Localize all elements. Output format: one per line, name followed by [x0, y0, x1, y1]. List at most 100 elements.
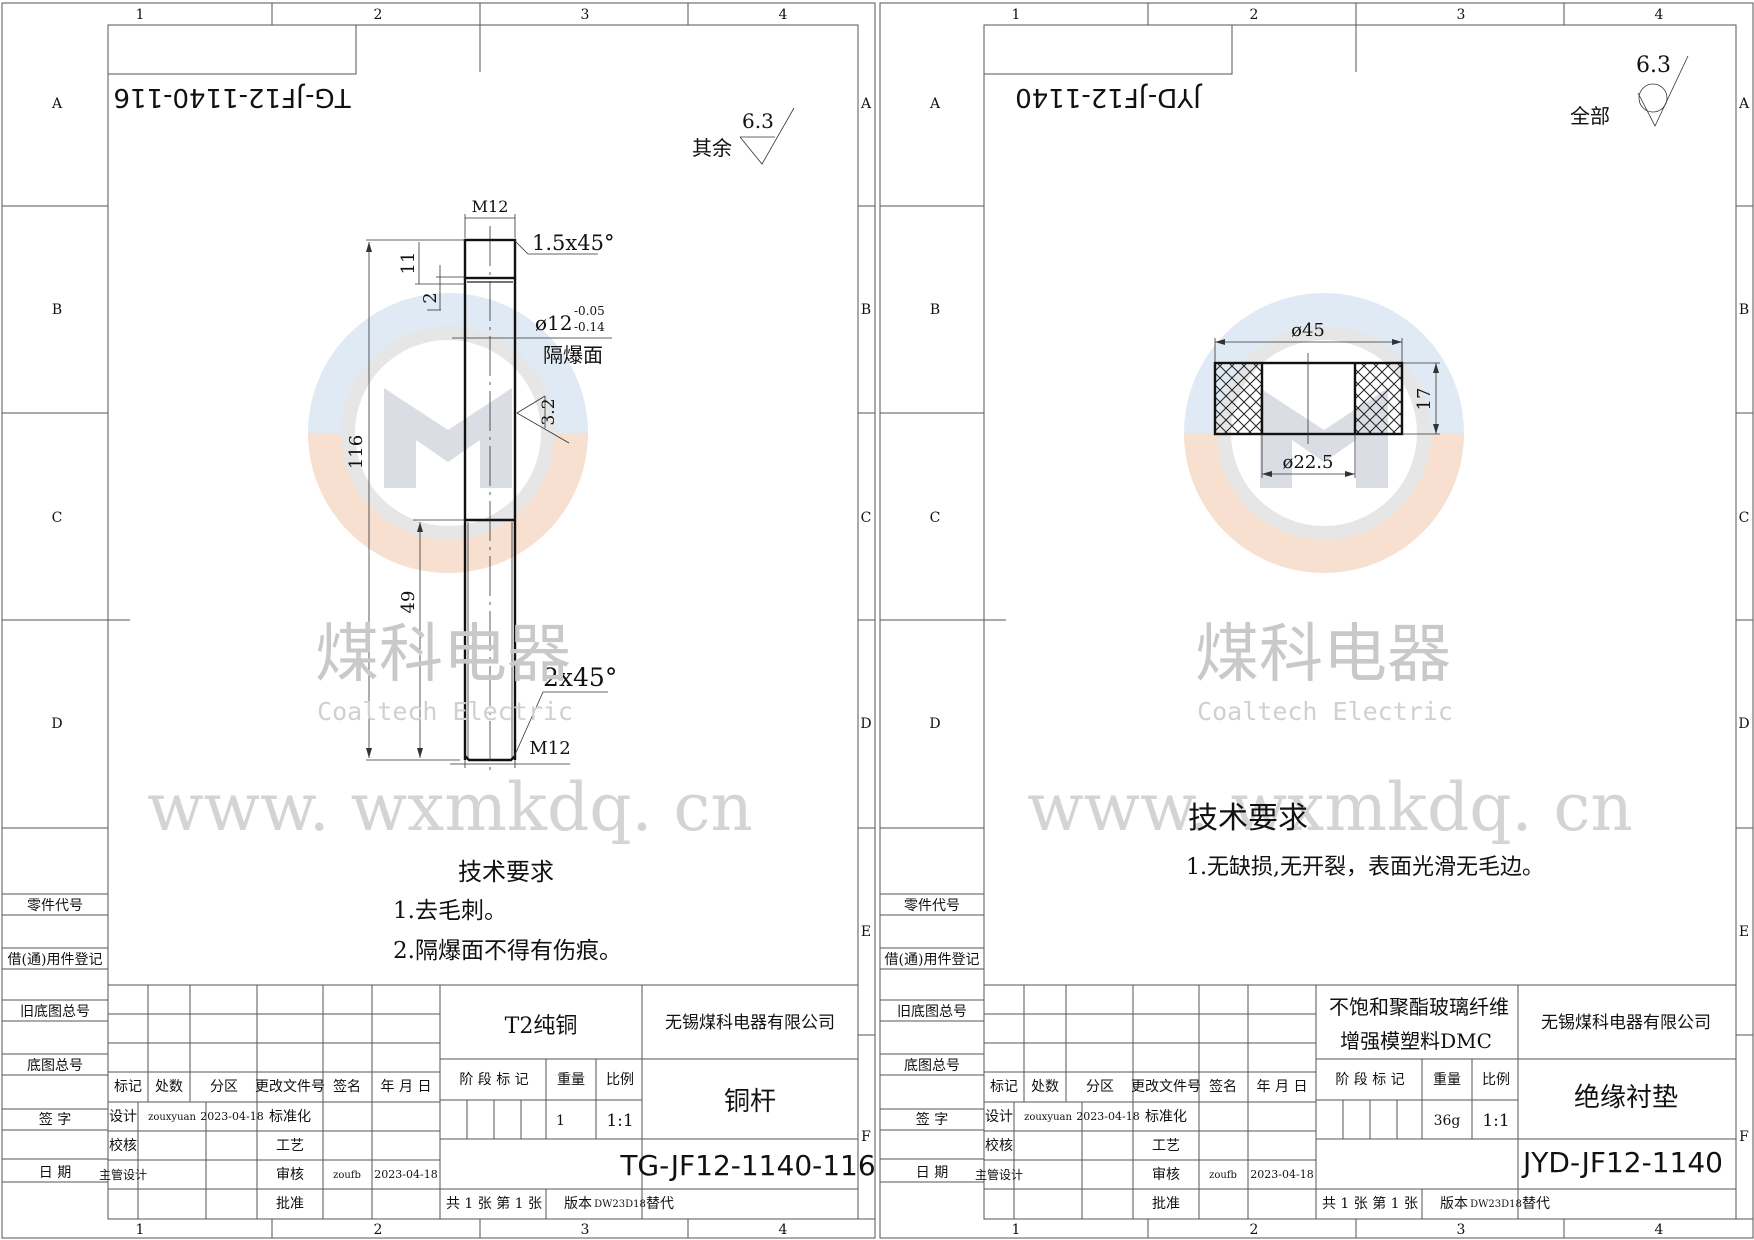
zone-col-2-bottom: 2 — [374, 1222, 383, 1238]
rev-header-change-doc: 更改文件号 — [1131, 1079, 1201, 1095]
review-date: 2023-04-18 — [1250, 1168, 1313, 1181]
designer-name: zouxyuan — [1024, 1112, 1072, 1123]
role-process: 工艺 — [276, 1138, 304, 1154]
side-old-base-no: 旧底图总号 — [897, 1004, 967, 1020]
surface-finish-note: 全部 6.3 — [1570, 53, 1689, 128]
dim-diameter: ø12 — [535, 311, 573, 335]
scale-label: 比例 — [1482, 1072, 1510, 1088]
replace-label: 替代 — [1522, 1196, 1550, 1212]
side-date: 日 期 — [916, 1165, 948, 1181]
rev-header-date: 年 月 日 — [1257, 1079, 1308, 1095]
mirrored-code-box — [983, 24, 1233, 75]
mirrored-code: JYD-JF12-1140 — [1015, 82, 1203, 112]
reviewer-name: zoufb — [1209, 1170, 1237, 1181]
zone-col-3-bottom: 3 — [1457, 1222, 1466, 1238]
role-approve: 批准 — [1152, 1196, 1180, 1212]
weight-label: 重量 — [1433, 1072, 1461, 1088]
material: T2纯铜 — [505, 1014, 578, 1039]
company-name: 无锡煤科电器有限公司 — [665, 1013, 835, 1033]
side-old-base-no: 旧底图总号 — [20, 1004, 90, 1020]
scale-label: 比例 — [606, 1072, 634, 1088]
role-review: 审核 — [1152, 1167, 1180, 1183]
watermark-brand-cn: 煤科电器 — [1195, 618, 1451, 692]
rev-header-zone: 分区 — [1086, 1079, 1114, 1095]
material-line-1: 不饱和聚酯玻璃纤维 — [1329, 995, 1509, 1019]
dim-tolerance-lower: -0.14 — [574, 320, 605, 334]
dim-outer-diameter: ø45 — [1291, 320, 1325, 341]
reviewer-name: zoufb — [333, 1170, 361, 1181]
role-chief-design: 主管设计 — [99, 1167, 147, 1182]
zone-row-c-right: C — [1739, 510, 1750, 526]
watermark-brand-en: Coaltech Electric — [317, 697, 573, 726]
sheet-count: 共 1 张 第 1 张 — [1322, 1195, 1418, 1212]
copper-rod-drawing: M12 1.5x45° 116 11 2 ø12 -0.05 -0.14 隔爆面 — [346, 197, 617, 775]
weight-value: 1 — [556, 1113, 565, 1129]
version-value: DW23D18 — [594, 1199, 646, 1210]
scale-value: 1:1 — [606, 1111, 633, 1131]
tech-req-item-2: 2.隔爆面不得有伤痕。 — [393, 938, 622, 964]
stage-label: 阶 段 标 记 — [1335, 1072, 1404, 1088]
surface-finish-value: 6.3 — [742, 109, 774, 133]
surface-finish-note: 其余 6.3 — [692, 107, 795, 165]
zone-col-4-bottom: 4 — [779, 1222, 788, 1238]
version-label: 版本 — [564, 1196, 592, 1212]
part-name: 绝缘衬垫 — [1574, 1083, 1678, 1113]
rev-header-count: 处数 — [1031, 1079, 1059, 1095]
replace-label: 替代 — [646, 1196, 674, 1212]
tech-requirements: 技术要求 1.去毛刺。 2.隔爆面不得有伤痕。 — [393, 858, 622, 964]
sheet-right: 1 2 3 4 1 2 3 4 A B C D A B C D E F JYD-… — [879, 2, 1754, 1239]
rev-header-zone: 分区 — [210, 1079, 238, 1095]
drawing-number: JYD-JF12-1140 — [1521, 1146, 1723, 1179]
tech-req-title: 技术要求 — [1188, 801, 1308, 836]
surface-finish-value: 6.3 — [1636, 53, 1671, 78]
weight-label: 重量 — [557, 1072, 585, 1088]
weight-value: 36g — [1434, 1113, 1461, 1129]
design-date: 2023-04-18 — [200, 1110, 263, 1123]
roughness-value: 3.2 — [539, 398, 559, 425]
role-approve: 批准 — [276, 1196, 304, 1212]
company-name: 无锡煤科电器有限公司 — [1541, 1013, 1711, 1033]
side-part-code: 零件代号 — [904, 898, 960, 914]
side-signature: 签 字 — [916, 1111, 948, 1128]
dim-inner-diameter: ø22.5 — [1283, 452, 1334, 473]
zone-row-f-right: F — [1739, 1129, 1749, 1145]
rev-header-signature: 签名 — [333, 1078, 361, 1095]
role-design: 设计 — [985, 1109, 1013, 1125]
zone-row-b: B — [52, 302, 62, 318]
designer-name: zouxyuan — [148, 1112, 196, 1123]
zone-col-3: 3 — [581, 7, 590, 23]
dim-thread-length: 49 — [398, 591, 419, 614]
side-base-no: 底图总号 — [27, 1058, 83, 1074]
zone-col-1: 1 — [136, 7, 145, 23]
side-part-code: 零件代号 — [27, 898, 83, 914]
zone-col-1-bottom: 1 — [1012, 1222, 1021, 1238]
zone-row-b-right: B — [861, 302, 871, 318]
zone-col-3: 3 — [1457, 7, 1466, 23]
dim-tolerance-upper: -0.05 — [574, 304, 605, 318]
surface-finish-prefix: 其余 — [692, 136, 732, 160]
zone-col-3-bottom: 3 — [581, 1222, 590, 1238]
title-block: 标记 处数 分区 更改文件号 签名 年 月 日 设计 zouxyuan 2023… — [99, 984, 876, 1219]
zone-row-a-right: A — [860, 96, 872, 112]
sheet-count: 共 1 张 第 1 张 — [446, 1195, 542, 1212]
zone-col-4: 4 — [1655, 7, 1664, 23]
zone-row-d: D — [51, 716, 62, 732]
role-check: 校核 — [985, 1137, 1013, 1154]
tech-req-item-1: 1.去毛刺。 — [393, 898, 507, 924]
rev-header-signature: 签名 — [1209, 1078, 1237, 1095]
rev-header-mark: 标记 — [114, 1079, 142, 1095]
part-name: 铜杆 — [724, 1087, 776, 1117]
zone-row-d-right: D — [1738, 716, 1749, 732]
zone-col-2: 2 — [1250, 7, 1259, 23]
mirrored-code-box — [107, 24, 357, 75]
material-line-2: 增强模塑料DMC — [1340, 1029, 1492, 1053]
zone-row-c: C — [930, 510, 941, 526]
side-borrowed-register: 借(通)用件登记 — [885, 952, 980, 968]
zone-row-a: A — [929, 96, 941, 112]
watermark-url: www. wxmkdq. cn — [147, 769, 753, 846]
version-label: 版本 — [1440, 1196, 1468, 1212]
role-standardization: 标准化 — [269, 1109, 311, 1125]
zone-col-4-bottom: 4 — [1655, 1222, 1664, 1238]
scale-value: 1:1 — [1482, 1111, 1509, 1131]
zone-col-2-bottom: 2 — [1250, 1222, 1259, 1238]
